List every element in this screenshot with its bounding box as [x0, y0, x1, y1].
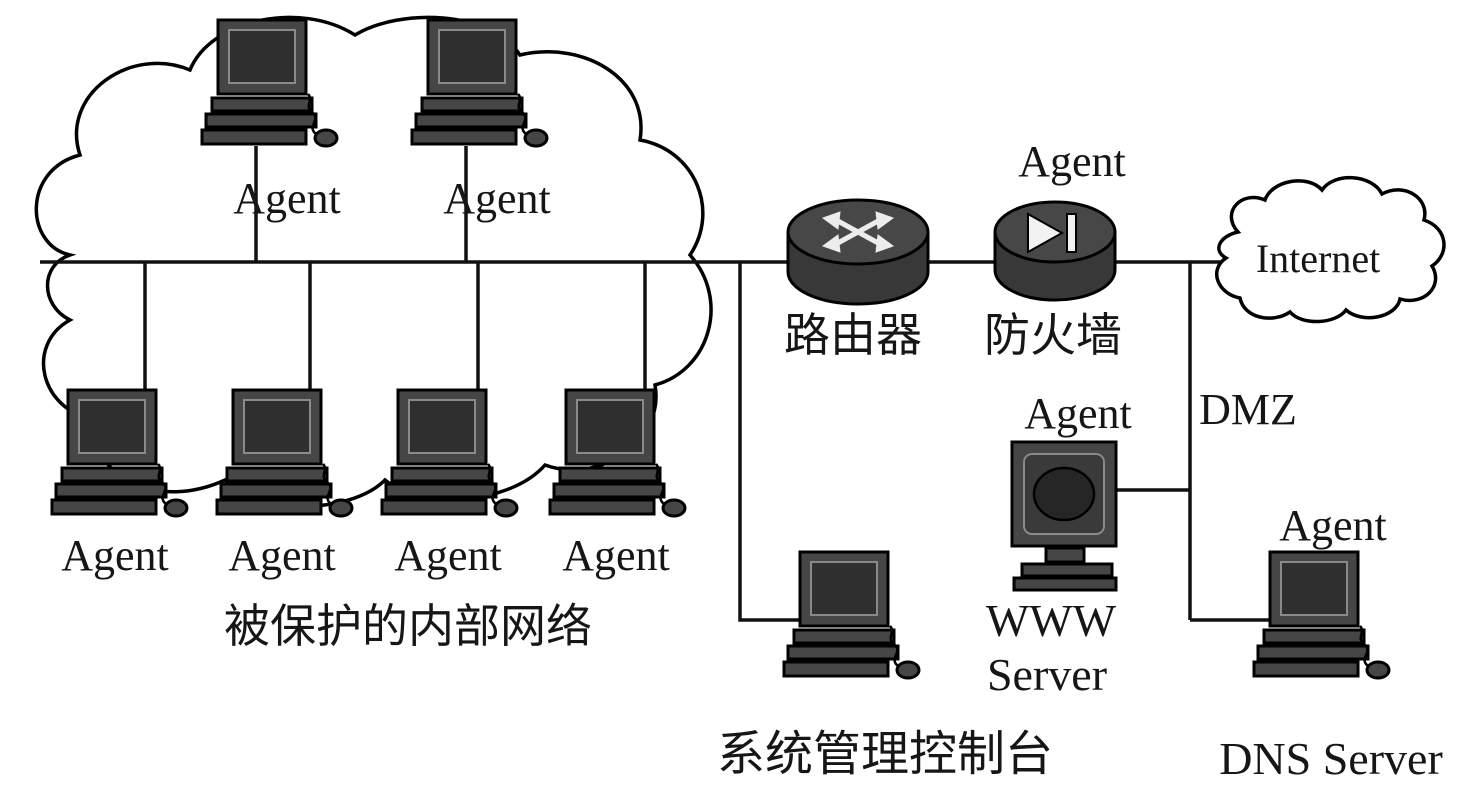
bottom-agent-label-4: Agent	[562, 531, 670, 580]
firewall-agent-label: Agent	[1018, 137, 1126, 186]
console-drop-line	[738, 262, 802, 622]
www-server-name-line2: Server	[987, 649, 1107, 700]
top-agent-label-1: Agent	[233, 174, 341, 223]
www-server-agent-label: Agent	[1024, 389, 1132, 438]
internal-network-caption: 被保护的内部网络	[224, 601, 592, 652]
router-label: 路由器	[784, 310, 922, 361]
bottom-agent-label-1: Agent	[61, 531, 169, 580]
dns-server-agent-label: Agent	[1279, 501, 1387, 550]
top-agent-label-2: Agent	[443, 174, 551, 223]
router-icon	[786, 198, 930, 306]
www-server-icon	[1010, 440, 1118, 592]
management-console-caption: 系统管理控制台	[717, 728, 1053, 781]
dns-server-name-label: DNS Server	[1219, 733, 1443, 784]
management-console-computer-icon	[782, 550, 921, 680]
bottom-agent-label-2: Agent	[228, 531, 336, 580]
bottom-agent-label-3: Agent	[394, 531, 502, 580]
internet-label: Internet	[1256, 236, 1380, 281]
firewall-label: 防火墙	[984, 310, 1122, 361]
bottom-agent-computer-icon	[548, 388, 687, 518]
www-server-name-line1: WWW	[986, 595, 1117, 646]
router-arrows-glyph	[821, 211, 895, 253]
firewall-glyph	[1027, 212, 1077, 254]
firewall-icon	[993, 200, 1117, 302]
dmz-label: DMZ	[1199, 385, 1297, 434]
internet-cloud	[1214, 176, 1446, 324]
dns-server-computer-icon	[1252, 550, 1391, 680]
